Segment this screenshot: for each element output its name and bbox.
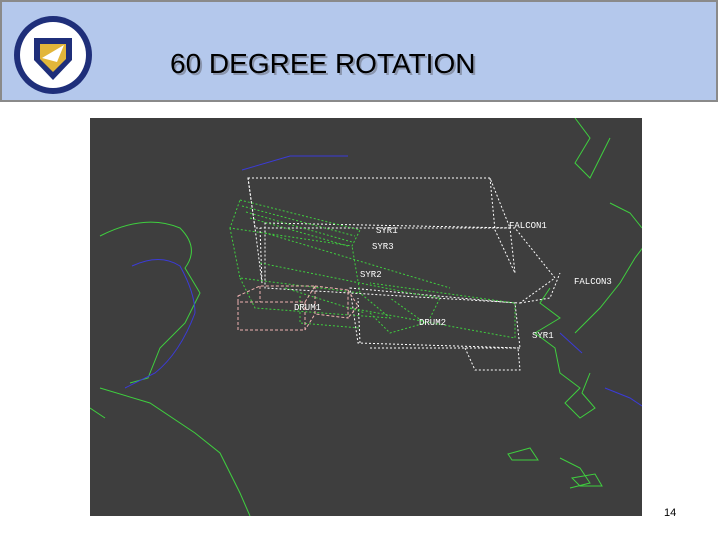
slide-title: 60 DEGREE ROTATION (170, 48, 476, 79)
slide-header: 60 DEGREE ROTATION (0, 0, 718, 102)
label-falcon3: FALCON3 (574, 277, 612, 287)
label-syr3: SYR3 (372, 242, 394, 252)
airspace-map: FALCON1 FALCON3 SYR1 SYR3 SYR2 DRUM1 DRU… (90, 118, 642, 516)
label-drum2: DRUM2 (419, 318, 446, 328)
green-volumes (229, 199, 516, 339)
page-number: 14 (664, 507, 677, 519)
coastlines (90, 118, 642, 516)
airspace-boundaries (124, 155, 642, 407)
airspace-3d-viewer[interactable]: FALCON1 FALCON3 SYR1 SYR3 SYR2 DRUM1 DRU… (90, 118, 642, 516)
air-force-command-emblem-icon (14, 16, 92, 94)
pink-volumes (237, 285, 359, 331)
label-falcon1: FALCON1 (509, 221, 547, 231)
label-drum1: DRUM1 (294, 303, 321, 313)
label-syr1-bottom: SYR1 (532, 331, 554, 341)
label-syr1-top: SYR1 (376, 226, 398, 236)
label-syr2: SYR2 (360, 270, 382, 280)
airspace-labels: FALCON1 FALCON3 SYR1 SYR3 SYR2 DRUM1 DRU… (294, 221, 612, 341)
white-volumes (247, 177, 561, 371)
